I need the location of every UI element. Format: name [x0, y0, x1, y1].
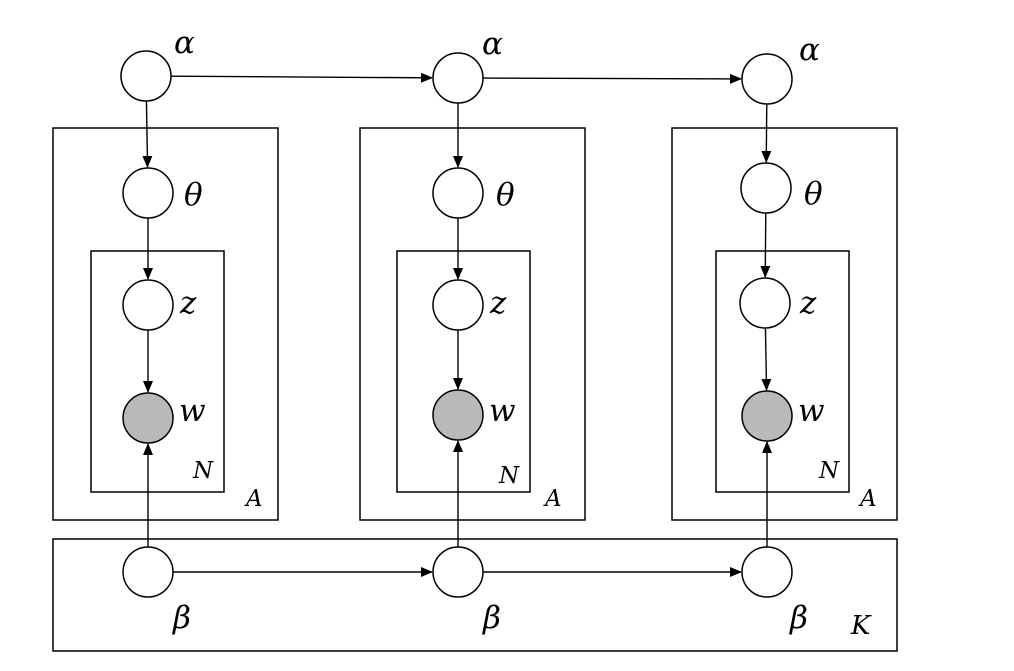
- edge-alpha-1-to-alpha-2: [170, 72, 434, 83]
- alpha-node-1: [120, 50, 172, 102]
- theta-node-1: [122, 167, 174, 219]
- z-node-3: [739, 277, 791, 329]
- plate-inner-2: [396, 250, 531, 493]
- beta-node-1: [122, 546, 174, 598]
- w-label-3: w: [798, 393, 825, 429]
- plate-outer-label-2: A: [543, 486, 562, 512]
- plate-inner-1: [90, 250, 225, 493]
- w-node-2: [432, 389, 484, 441]
- plate-inner-3: [715, 250, 850, 493]
- plate-outer-3: [671, 127, 898, 521]
- w-node-3: [741, 390, 793, 442]
- theta-node-2: [432, 167, 484, 219]
- plate-bottom-label: K: [850, 611, 872, 641]
- theta-label-1: θ: [184, 177, 203, 213]
- w-node-1: [122, 392, 174, 444]
- edge-z-3-to-w-3: [761, 327, 772, 392]
- plate-outer-2: [359, 127, 586, 521]
- z-node-2: [432, 279, 484, 331]
- beta-node-3: [741, 546, 793, 598]
- beta-label-2: β: [482, 600, 501, 636]
- theta-label-3: θ: [804, 176, 823, 212]
- beta-node-2: [432, 546, 484, 598]
- w-label-2: w: [489, 393, 516, 429]
- z-node-1: [122, 279, 174, 331]
- theta-label-2: θ: [496, 177, 515, 213]
- edge-alpha-3-to-theta-3: [761, 103, 772, 164]
- plate-outer-label-1: A: [244, 486, 263, 512]
- plate-outer-label-3: A: [858, 486, 877, 512]
- theta-node-3: [740, 162, 792, 214]
- alpha-label-1: α: [174, 25, 195, 61]
- edge-alpha-1-to-theta-1: [142, 100, 153, 169]
- beta-label-1: β: [172, 600, 191, 636]
- edge-group: [142, 72, 772, 577]
- beta-label-3: β: [789, 600, 808, 636]
- alpha-node-2: [432, 52, 484, 104]
- edge-theta-3-to-z-3: [760, 212, 771, 279]
- z-label-1: z: [179, 285, 197, 321]
- alpha-label-2: α: [482, 26, 503, 62]
- edge-alpha-2-to-alpha-3: [482, 73, 743, 84]
- z-label-2: z: [489, 285, 507, 321]
- plate-bottom: [52, 538, 898, 652]
- plate-outer-1: [52, 127, 279, 521]
- w-label-1: w: [179, 393, 206, 429]
- alpha-label-3: α: [799, 32, 820, 68]
- alpha-node-3: [741, 53, 793, 105]
- plate-inner-label-3: N: [818, 458, 840, 484]
- z-label-3: z: [799, 285, 817, 321]
- plate-inner-label-2: N: [498, 463, 520, 489]
- plate-inner-label-1: N: [192, 458, 214, 484]
